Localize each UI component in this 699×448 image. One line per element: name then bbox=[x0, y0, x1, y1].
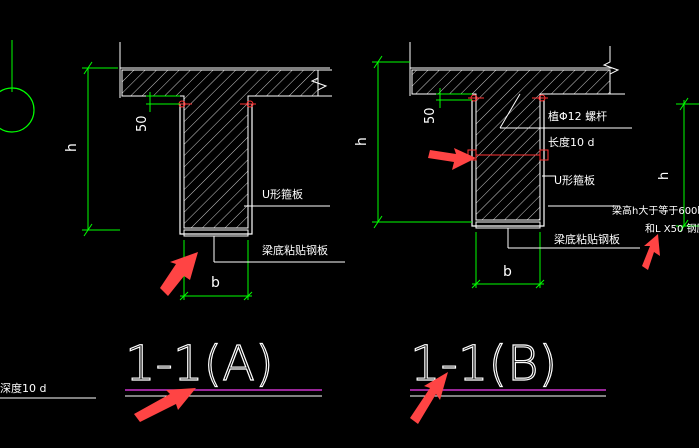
dim-h-label-a: h bbox=[64, 143, 80, 152]
break-symbol-a bbox=[310, 70, 328, 96]
dim-50-b bbox=[436, 88, 472, 108]
red-arrow-icon bbox=[160, 252, 198, 296]
bottom-plate-b bbox=[475, 221, 541, 229]
leaders-b bbox=[499, 93, 640, 249]
left-depth-label: 深度10 d bbox=[0, 381, 46, 395]
label-angle-note-b: 和L X50 钢压条 bbox=[645, 222, 699, 235]
red-arrow-icon bbox=[428, 148, 476, 170]
dim-h-b bbox=[372, 55, 472, 229]
u-plate-a bbox=[179, 104, 253, 235]
label-u-plate-a: U形箍板 bbox=[262, 187, 303, 201]
label-u-plate-b: U形箍板 bbox=[554, 173, 595, 187]
dim-right-fragment-b bbox=[676, 97, 699, 233]
break-symbol-b bbox=[602, 46, 620, 94]
red-arrow-icon bbox=[410, 372, 448, 424]
section-b: h 50 b h bbox=[354, 42, 699, 289]
label-beam-note-b: 梁高h大于等于600时 bbox=[612, 204, 699, 217]
red-arrow-icon bbox=[134, 388, 196, 422]
label-bottom-plate-b: 梁底粘贴钢板 bbox=[554, 232, 620, 246]
annotation-arrows bbox=[134, 148, 660, 424]
dim-b-label-a: b bbox=[211, 275, 220, 291]
dim-b-label-b: b bbox=[503, 264, 512, 280]
u-plate-b bbox=[471, 100, 545, 227]
dim-50-label-a: 50 bbox=[135, 115, 150, 132]
dim-h-right-label: h bbox=[657, 172, 672, 180]
bottom-plate-a bbox=[183, 229, 249, 237]
label-bolt-b: 植Φ12 螺杆 bbox=[548, 109, 607, 123]
dim-50-label-b: 50 bbox=[423, 107, 438, 124]
red-arrow-icon bbox=[642, 234, 660, 270]
column-circle-fragment bbox=[0, 40, 35, 133]
section-a: h 50 b U形箍板 梁底粘贴钢板 bbox=[64, 42, 345, 301]
dim-b-b bbox=[471, 232, 545, 289]
dim-h-a bbox=[82, 61, 120, 237]
leaders-a bbox=[213, 205, 345, 263]
label-bottom-plate-a: 梁底粘贴钢板 bbox=[262, 243, 328, 257]
dim-50-a bbox=[146, 92, 180, 112]
beam-a-concrete bbox=[121, 69, 319, 229]
dim-h-label-b: h bbox=[354, 137, 370, 146]
section-title-a: 1-1(A) bbox=[125, 336, 274, 392]
label-length-b: 长度10 d bbox=[548, 135, 594, 149]
